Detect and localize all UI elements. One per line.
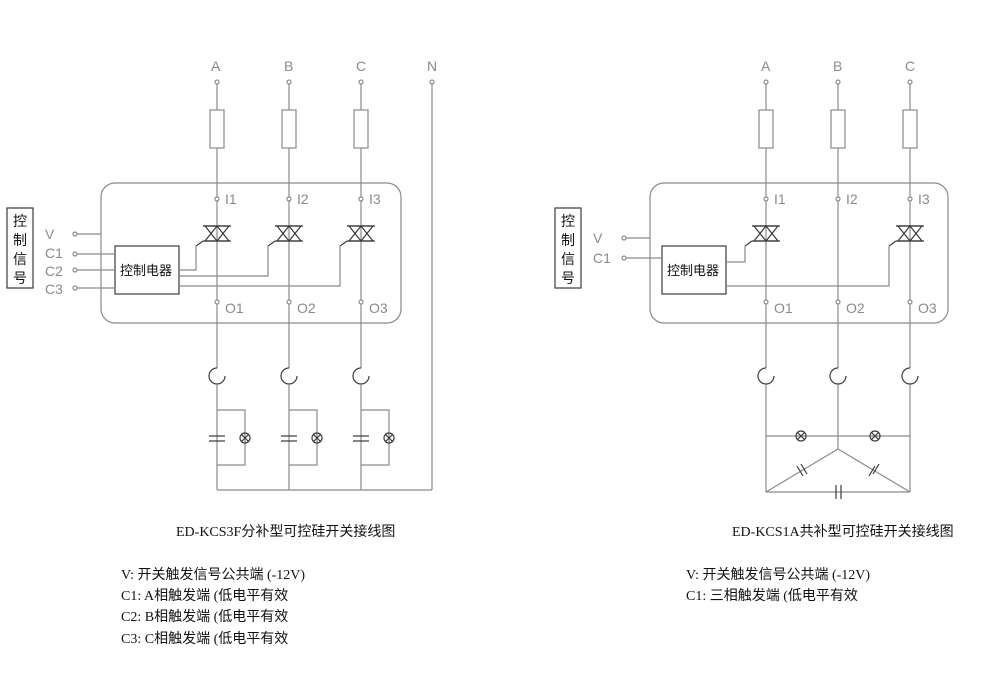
right-signal-c1: C1 xyxy=(593,250,611,266)
left-diagram-title: ED-KCS3F分补型可控硅开关接线图 xyxy=(176,523,395,540)
left-input-i1: I1 xyxy=(225,191,237,207)
left-phase-b-label: B xyxy=(284,58,293,74)
left-triac-c xyxy=(339,201,375,300)
left-controller-label: 控制电器 xyxy=(120,263,172,278)
right-fuse-b xyxy=(830,109,846,149)
right-legend-c1: C1: 三相触发端 (低电平有效 xyxy=(686,588,858,604)
left-legend-c3: C3: C相触发端 (低电平有效 xyxy=(121,631,288,647)
right-input-i1: I1 xyxy=(774,191,786,207)
right-input-i3: I3 xyxy=(918,191,930,207)
left-terminal-c xyxy=(358,79,364,85)
left-side-label-4: 号 xyxy=(13,270,27,286)
left-input-i3: I3 xyxy=(369,191,381,207)
left-phase-a-label: A xyxy=(211,58,221,74)
left-reactor-b xyxy=(280,367,298,385)
right-legend-v: V: 开关触发信号公共端 (-12V) xyxy=(686,567,870,583)
right-reactor-b xyxy=(829,367,847,385)
left-side-label-3: 信 xyxy=(13,251,27,267)
right-delta-network xyxy=(765,430,911,499)
left-cap-branch-c xyxy=(353,409,395,466)
left-reactor-a xyxy=(208,367,226,385)
left-side-label-box xyxy=(6,207,34,289)
right-side-label-3: 信 xyxy=(561,251,575,267)
left-output-o2: O2 xyxy=(297,300,316,316)
right-output-o1: O1 xyxy=(774,300,793,316)
left-signal-c2: C2 xyxy=(45,263,63,279)
left-side-label-1: 控 xyxy=(13,213,27,229)
left-signal-c3: C3 xyxy=(45,281,63,297)
right-input-i2: I2 xyxy=(846,191,858,207)
left-output-o1: O1 xyxy=(225,300,244,316)
left-signal-v: V xyxy=(45,226,55,242)
right-diagram-title: ED-KCS1A共补型可控硅开关接线图 xyxy=(732,523,954,540)
left-terminal-a xyxy=(214,79,220,85)
right-triac-c xyxy=(888,201,924,300)
left-terminal-n xyxy=(429,79,435,85)
right-reactor-c xyxy=(901,367,919,385)
right-side-label-1: 控 xyxy=(561,213,575,229)
left-legend-c1: C1: A相触发端 (低电平有效 xyxy=(121,588,288,604)
left-signal-c1: C1 xyxy=(45,245,63,261)
right-controller-box xyxy=(661,245,727,295)
right-side-label-box xyxy=(554,207,582,289)
right-phase-b-label: B xyxy=(833,58,842,74)
right-triac-a xyxy=(744,201,780,300)
left-terminal-b xyxy=(286,79,292,85)
right-phase-c-label: C xyxy=(905,58,915,74)
right-reactor-a xyxy=(757,367,775,385)
right-module-box xyxy=(649,182,949,324)
right-signal-v: V xyxy=(593,230,603,246)
left-cap-branch-b xyxy=(281,409,323,466)
left-triac-a xyxy=(195,201,231,300)
left-reactor-c xyxy=(352,367,370,385)
left-output-o3: O3 xyxy=(369,300,388,316)
right-fuse-c xyxy=(902,109,918,149)
right-side-label-4: 号 xyxy=(561,270,575,286)
right-diagram: A B C I1 I2 I3 xyxy=(554,58,954,604)
left-triac-b xyxy=(267,201,303,300)
left-side-label-2: 制 xyxy=(13,232,27,248)
right-fuse-a xyxy=(758,109,774,149)
left-diagram: A B C N I1 I2 I3 xyxy=(6,58,437,647)
right-output-o2: O2 xyxy=(846,300,865,316)
left-fuse-b xyxy=(281,109,297,149)
left-fuse-a xyxy=(209,109,225,149)
right-side-label-2: 制 xyxy=(561,232,575,248)
right-controller-label: 控制电器 xyxy=(667,263,719,278)
right-output-o3: O3 xyxy=(918,300,937,316)
right-phase-a-label: A xyxy=(761,58,771,74)
left-input-i2: I2 xyxy=(297,191,309,207)
left-legend-v: V: 开关触发信号公共端 (-12V) xyxy=(121,567,305,583)
left-phase-c-label: C xyxy=(356,58,366,74)
left-phase-n-label: N xyxy=(427,58,437,74)
left-fuse-c xyxy=(353,109,369,149)
left-module-box xyxy=(100,182,402,324)
left-cap-branch-a xyxy=(209,409,251,466)
left-legend-c2: C2: B相触发端 (低电平有效 xyxy=(121,609,288,625)
